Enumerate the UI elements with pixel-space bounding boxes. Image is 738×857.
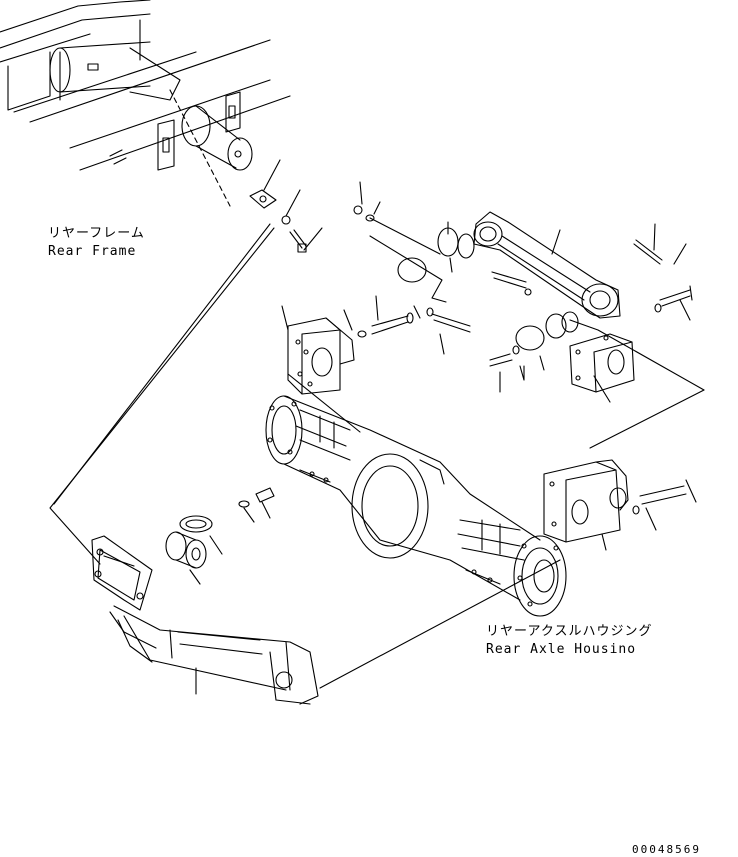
rear-frame-label-en: Rear Frame (48, 244, 137, 259)
rear-frame (0, 0, 291, 207)
fasteners (426, 239, 691, 515)
rear-frame-label-jp: リヤーフレーム (48, 226, 145, 241)
left-mount-bracket (287, 312, 414, 395)
upper-link (353, 205, 621, 351)
rear-axle-housing-label-en: Rear Axle Housino (486, 642, 637, 657)
rear-axle-housing-label-jp: リヤーアクスルハウジング (486, 624, 653, 639)
link-arm (91, 535, 319, 705)
arm-bushing (165, 487, 275, 585)
right-mount-bracket-lower (543, 459, 629, 543)
frame-bolt-group (249, 159, 323, 253)
right-mount-bracket-upper (569, 333, 635, 393)
leader-lines (195, 181, 697, 695)
axle-housing (265, 395, 567, 617)
assembly-lines (49, 223, 705, 689)
drawing-number: 00048569 (632, 843, 701, 856)
